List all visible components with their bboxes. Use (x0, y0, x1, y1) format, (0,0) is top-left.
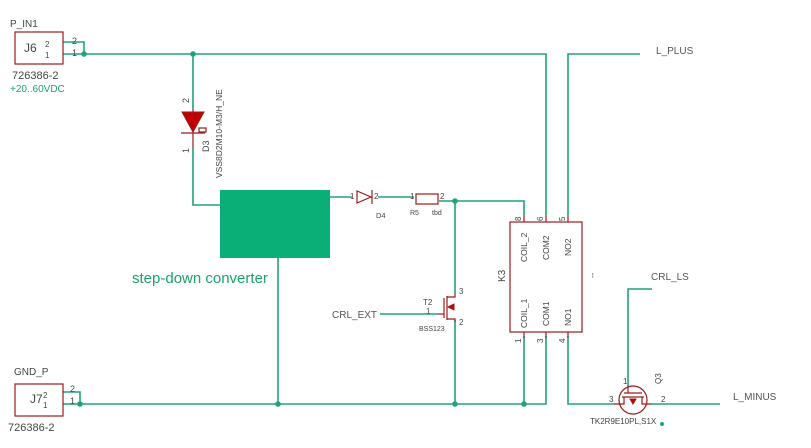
wire-r5-to-coil2 (439, 200, 525, 215)
resistor-r5-pin-a: 1 (410, 192, 415, 201)
wire-d3-to-converter (192, 148, 220, 206)
mosfet-t2-pin-gate: 1 (426, 307, 431, 316)
diode-d3[interactable]: 2 1 D3 VSS8D2M10-M3/H_NE (181, 89, 224, 178)
connector-j6-sym-a: 2 (45, 40, 50, 49)
resistor-r5-ref: R5 (410, 210, 419, 217)
mosfet-t2[interactable]: T2 1 3 2 BSS123 (419, 287, 464, 333)
resistor-r5-body (415, 193, 439, 205)
connector-j6-sym-b: 1 (45, 51, 50, 60)
connector-j7-value: 726386-2 (8, 422, 55, 434)
junction-dot (190, 51, 196, 57)
relay-k3-pin-8: 8 (514, 216, 523, 221)
connector-j6[interactable]: P_IN1 J6 2 1 2 1 726386-2 +20..60VDC (10, 19, 77, 95)
mosfet-t2-value: BSS123 (419, 326, 445, 333)
mosfet-q3-right-lead (641, 397, 652, 405)
connector-j6-pin-a: 2 (72, 36, 77, 46)
resistor-r5[interactable]: 1 2 R5 tbd (410, 192, 445, 217)
relay-k3[interactable]: 8 6 5 1 3 4 COIL_2 COM2 NO2 COIL_1 COM1 … (497, 215, 597, 343)
net-label-crl-ext: CRL_EXT (332, 310, 377, 321)
net-label-gnd-p: GND_P (14, 367, 49, 378)
junction-dot (521, 401, 527, 407)
mosfet-q3-ref: Q3 (654, 373, 663, 384)
mosfet-q3-pin-gate: 1 (623, 377, 628, 386)
mosfet-q3-left-lead (614, 397, 625, 405)
junction-dot (275, 401, 281, 407)
mosfet-t2-source-lead (447, 318, 456, 322)
wire-no2-l-plus (567, 53, 640, 215)
relay-k3-label-coil1: COIL_1 (519, 298, 529, 328)
junctions (77, 51, 527, 407)
relay-k3-pin-5: 5 (558, 216, 567, 221)
diode-d3-triangle (181, 111, 205, 134)
relay-k3-ref: K3 (497, 269, 508, 282)
wire-no1-q3 (567, 336, 614, 405)
step-down-converter[interactable]: step-down converter (132, 190, 330, 287)
wire-crl-ls (627, 288, 652, 386)
diode-d4[interactable]: 1 2 D4 (350, 190, 386, 220)
diode-d3-pin-top: 2 (181, 98, 191, 103)
resistor-r5-pin-b: 2 (440, 192, 445, 201)
relay-k3-pin-4: 4 (558, 338, 567, 343)
relay-k3-pin-6: 6 (536, 216, 545, 221)
diode-d4-triangle (356, 190, 373, 204)
mosfet-t2-pin-drain: 3 (459, 287, 464, 296)
connector-j7-pin-b: 1 (70, 396, 75, 406)
junction-dot (77, 401, 83, 407)
connector-j7-ref: J7 (30, 392, 43, 406)
connector-j7-sym-b: 1 (43, 401, 48, 410)
connector-j7-body (14, 383, 64, 417)
junction-dot (660, 422, 664, 426)
wire-p-in1-rail (63, 41, 547, 215)
net-label-l-plus: L_PLUS (656, 46, 694, 57)
net-label-crl-ls: CRL_LS (651, 272, 689, 283)
mosfet-t2-ref: T2 (423, 298, 433, 307)
connector-j7[interactable]: GND_P J7 2 1 2 1 726386-2 (8, 367, 75, 434)
junction-dot (452, 198, 458, 204)
relay-k3-label-no1: NO1 (563, 308, 573, 326)
diode-d3-pin-bottom: 1 (181, 148, 191, 153)
wire-gnd-rail (63, 336, 547, 405)
mosfet-q3-pin-left: 3 (609, 395, 614, 404)
diode-d3-value: VSS8D2M10-M3/H_NE (214, 89, 224, 178)
relay-k3-mark: -- (588, 272, 597, 278)
connector-j7-pin-a: 2 (70, 384, 75, 394)
diode-d4-pin-a: 1 (350, 192, 355, 201)
net-labels: L_PLUS CRL_LS CRL_EXT L_MINUS (332, 46, 777, 403)
mosfet-q3[interactable]: 1 3 2 Q3 TK2R9E10PL,S1X (590, 373, 666, 426)
relay-k3-label-com2: COM2 (541, 235, 551, 260)
diode-d4-ref: D4 (376, 211, 386, 220)
mosfet-t2-drain-lead (447, 293, 456, 298)
converter-block (220, 190, 330, 258)
junction-dot (452, 401, 458, 407)
relay-k3-pin-3: 3 (536, 338, 545, 343)
connector-j6-pin-b: 1 (72, 48, 77, 58)
junction-dot (81, 51, 87, 57)
mosfet-t2-arrow (446, 303, 455, 311)
diode-d3-tab (198, 127, 207, 133)
net-label-l-minus: L_MINUS (733, 392, 777, 403)
net-label-p-in1: P_IN1 (10, 19, 38, 30)
mosfet-q3-pin-right: 2 (661, 395, 666, 404)
mosfet-t2-pin-source: 2 (459, 318, 464, 327)
connector-j6-ref: J6 (24, 41, 37, 55)
diode-d4-pin-b: 2 (374, 192, 379, 201)
relay-k3-pin-1: 1 (514, 338, 523, 343)
relay-k3-label-com1: COM1 (541, 301, 551, 326)
wires (63, 41, 720, 405)
connector-j7-sym-a: 2 (43, 391, 48, 400)
connector-j6-body (14, 31, 64, 65)
relay-k3-label-no2: NO2 (563, 238, 573, 256)
resistor-r5-value: tbd (432, 210, 442, 217)
connector-j6-note: +20..60VDC (10, 84, 65, 95)
mosfet-q3-arrow (629, 398, 637, 405)
connector-j6-value: 726386-2 (12, 70, 59, 82)
diode-d3-ref: D3 (201, 140, 211, 152)
mosfet-q3-circle (618, 385, 648, 415)
mosfet-q3-value: TK2R9E10PL,S1X (590, 417, 657, 426)
relay-k3-label-coil2: COIL_2 (519, 232, 529, 262)
converter-label: step-down converter (132, 270, 268, 287)
